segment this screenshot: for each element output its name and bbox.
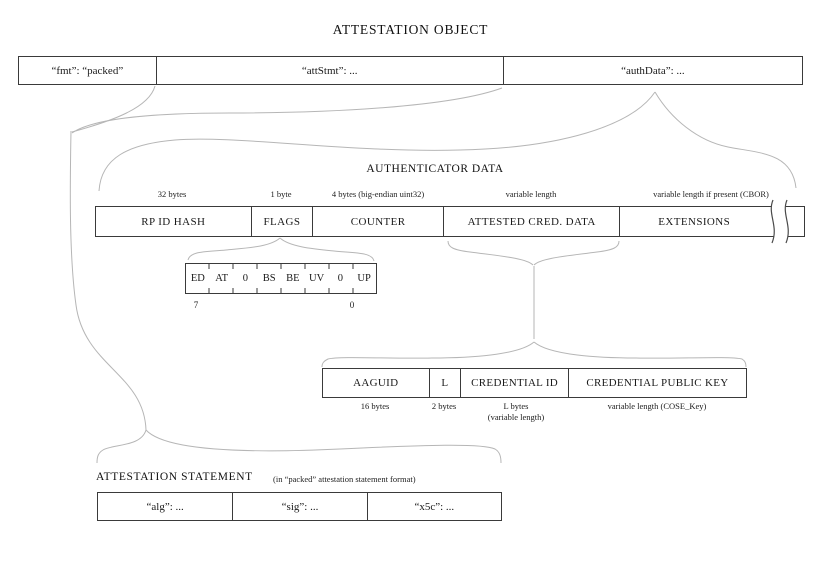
credential-id-field: CREDENTIAL ID <box>460 369 568 397</box>
counter-size: 4 bytes (big-endian uint32) <box>331 189 425 199</box>
acd-collect-right <box>533 240 620 266</box>
attstmt-label: “attStmt”: ... <box>301 64 358 77</box>
alg-cell: “alg”: ... <box>146 500 184 513</box>
attstmt-funnel-left-curve <box>71 85 156 133</box>
authenticator-data-title: AUTHENTICATOR DATA <box>366 163 504 175</box>
attstmt-cell: “attStmt”: ... <box>155 57 503 84</box>
credential-public-key-size: variable length (COSE_Key) <box>607 401 707 411</box>
attestation-object-row: “fmt”: “packed” “attStmt”: ... “authData… <box>18 56 803 85</box>
flag-bit-rfu: 0 <box>242 273 248 284</box>
bit-index-7: 7 <box>193 300 199 310</box>
flag-bit-bs: BS <box>262 273 276 284</box>
flags-brace-right <box>279 237 375 262</box>
aaguid-size: 16 bytes <box>360 401 390 411</box>
attstmt-open-brace-left <box>96 429 147 464</box>
diagram-title: ATTESTATION OBJECT <box>332 22 489 37</box>
acd-open-brace-left <box>321 341 535 368</box>
attestation-statement-row: “alg”: ... “sig”: ... “x5c”: ... <box>97 492 502 521</box>
flag-bit-rfu2: 0 <box>337 273 343 284</box>
length-field: L <box>428 369 461 397</box>
attstmt-funnel-right-curve <box>71 87 503 134</box>
length-size: 2 bytes <box>431 401 457 411</box>
flag-bit-uv: UV <box>309 273 325 284</box>
attested-cred-data-field: ATTESTED CRED. DATA <box>442 207 619 236</box>
credential-id-size-line2: (variable length) <box>487 412 545 422</box>
attstmt-neck-curve <box>69 130 147 431</box>
rp-id-hash-field: RP ID HASH <box>141 215 206 228</box>
authenticator-data-row: RP ID HASH FLAGS COUNTER ATTESTED CRED. … <box>95 206 805 237</box>
flags-brace-left <box>187 237 281 261</box>
authdata-cell: “authData”: ... <box>502 57 802 84</box>
credential-id-size: L bytes (variable length) <box>488 401 544 423</box>
flag-bit-be: BE <box>286 273 300 284</box>
attested-credential-data-row: AAGUID L CREDENTIAL ID CREDENTIAL PUBLIC… <box>322 368 747 398</box>
x5c-cell: “x5c”: ... <box>366 493 501 520</box>
flag-bit-up: UP <box>357 273 371 284</box>
extensions-field: EXTENSIONS <box>619 207 804 236</box>
authdata-label: “authData”: ... <box>621 64 685 77</box>
fmt-cell: “fmt”: “packed” <box>19 57 156 84</box>
counter-field: COUNTER <box>312 207 443 236</box>
attstmt-open-brace-right <box>145 429 502 464</box>
flags-size: 1 byte <box>270 189 292 199</box>
authdata-brace-left-arm <box>98 91 656 192</box>
attested-cred-data-size: variable length <box>505 189 557 199</box>
attestation-statement-subtitle: (in “packed” attestation statement forma… <box>273 474 416 484</box>
acd-collect-left <box>447 240 534 266</box>
sig-cell: “sig”: ... <box>232 493 366 520</box>
attestation-statement-title: ATTESTATION STATEMENT <box>96 471 253 483</box>
acd-open-brace-right <box>533 341 747 368</box>
flags-bit-box: ED AT 0 BS BE UV 0 UP <box>185 263 377 294</box>
bit-index-0: 0 <box>349 300 355 310</box>
extensions-size: variable length if present (CBOR) <box>653 189 769 199</box>
aaguid-field: AAGUID <box>353 377 399 389</box>
flags-field: FLAGS <box>250 207 313 236</box>
flag-bit-ed: ED <box>190 273 205 284</box>
credential-public-key-field: CREDENTIAL PUBLIC KEY <box>567 369 746 397</box>
flag-bit-at: AT <box>215 273 229 284</box>
rp-id-hash-size: 32 bytes <box>157 189 187 199</box>
credential-id-size-line1: L bytes <box>503 401 529 411</box>
fmt-label: “fmt”: “packed” <box>51 64 124 77</box>
